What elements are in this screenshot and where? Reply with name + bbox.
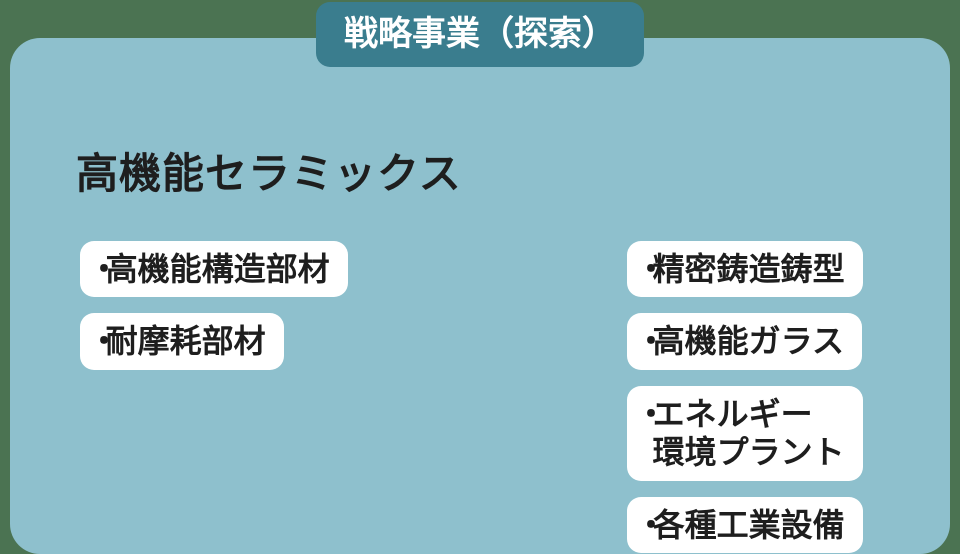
bullet-dot: ・	[635, 323, 668, 360]
list-item: ・ 耐摩耗部材	[80, 313, 284, 370]
bullet-dot: ・	[88, 251, 121, 287]
list-item: ・ 高機能ガラス	[627, 313, 862, 370]
panel-title: 高機能セラミックス	[76, 150, 462, 197]
list-item: ・ エネルギー 環境プラント	[627, 385, 863, 481]
list-item: ・ 高機能構造部材	[80, 241, 348, 298]
bullet-dot: ・	[635, 251, 668, 287]
list-item: ・ 各種工業設備	[627, 496, 863, 553]
bullet-dot: ・	[88, 323, 121, 360]
badge-label: 戦略事業（探索）	[344, 15, 616, 53]
list-item: ・ 精密鋳造鋳型	[627, 241, 863, 298]
list-item-label: 耐摩耗部材	[105, 323, 266, 360]
bullet-dot: ・	[635, 506, 668, 543]
right-column: ・ 精密鋳造鋳型 ・ 高機能ガラス ・ エネルギー 環境プラント ・ 各種工業設…	[627, 241, 863, 553]
list-item-label: 各種工業設備	[652, 506, 845, 543]
list-item-label: 精密鋳造鋳型	[652, 251, 845, 287]
strategic-business-badge: 戦略事業（探索）	[316, 2, 644, 68]
main-panel: 高機能セラミックス ・ 高機能構造部材 ・ 耐摩耗部材 ・ 精密鋳造鋳型 ・ 高…	[10, 38, 950, 554]
bullet-dot: ・	[635, 395, 668, 432]
list-item-label: エネルギー 環境プラント	[652, 395, 845, 471]
list-item-label: 高機能構造部材	[105, 251, 330, 287]
list-item-label: 高機能ガラス	[652, 323, 844, 360]
left-column: ・ 高機能構造部材 ・ 耐摩耗部材	[80, 241, 348, 370]
